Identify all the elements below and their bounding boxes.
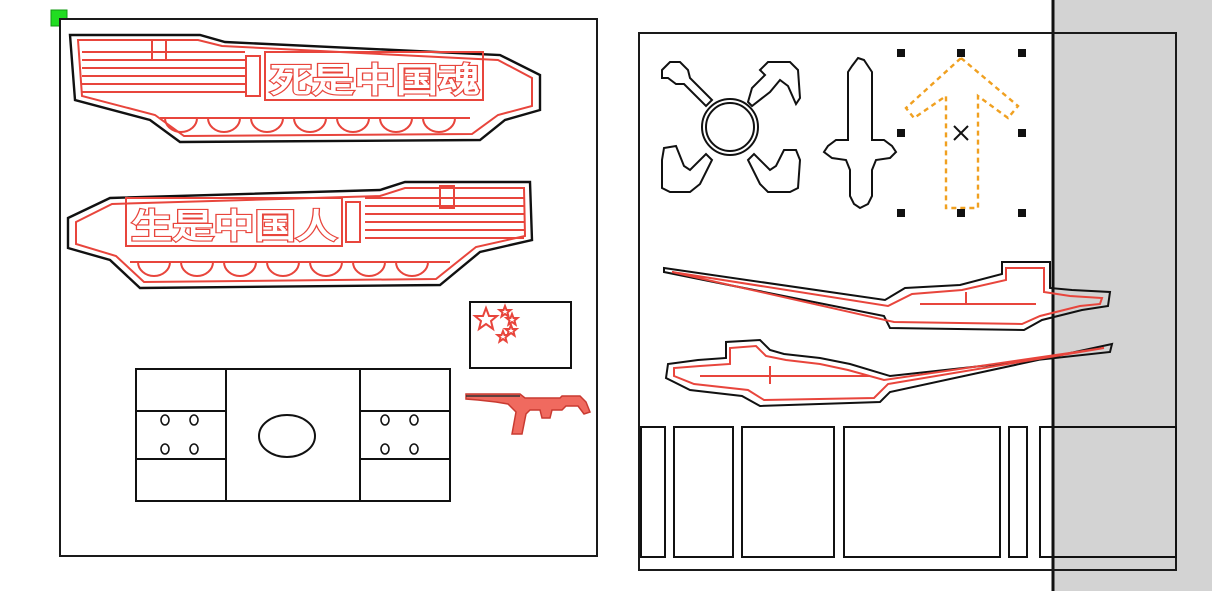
turret-bottom[interactable] bbox=[664, 338, 1114, 408]
tank-bottom-wheels bbox=[130, 261, 450, 277]
plate-4[interactable] bbox=[843, 426, 1001, 558]
tank-bottom[interactable]: 生是中国人 bbox=[66, 180, 534, 290]
tank-top-outline bbox=[68, 33, 542, 144]
arrow-up-icon[interactable] bbox=[897, 49, 1026, 217]
plate-5[interactable] bbox=[1008, 426, 1028, 558]
selection-handles[interactable] bbox=[897, 49, 1026, 217]
turret-ring bbox=[258, 414, 316, 458]
floor-outline bbox=[135, 368, 451, 502]
tank-top-slogan-box bbox=[264, 51, 484, 101]
sword-icon[interactable] bbox=[822, 56, 898, 210]
tank-bottom-slogan: 生是中国人 bbox=[131, 207, 337, 247]
floor-holes bbox=[160, 414, 419, 455]
plate-6[interactable] bbox=[1039, 426, 1177, 558]
floor-corner-bl bbox=[135, 458, 227, 502]
plate-1[interactable] bbox=[640, 426, 666, 558]
tank-bottom-hatch bbox=[439, 185, 455, 209]
tank-top-hatch bbox=[151, 39, 167, 61]
tank-top-bar bbox=[245, 55, 261, 97]
tank-top-wheels bbox=[160, 117, 470, 133]
floor-corner-br bbox=[359, 458, 451, 502]
tank-bottom-slats bbox=[365, 197, 524, 239]
center-cross-icon[interactable] bbox=[953, 125, 969, 141]
flag[interactable] bbox=[469, 301, 572, 369]
tank-bottom-outline bbox=[66, 180, 534, 290]
tank-top[interactable]: 死是中国魂 bbox=[68, 33, 542, 144]
sheet-left-border bbox=[59, 18, 598, 557]
flag-border bbox=[469, 301, 572, 369]
rifle-icon[interactable] bbox=[465, 393, 591, 435]
sheet-left[interactable]: 死是中国魂 bbox=[59, 18, 598, 557]
sheet-right-border bbox=[638, 32, 1177, 571]
tank-floor-panel[interactable] bbox=[135, 368, 451, 502]
plate-2[interactable] bbox=[673, 426, 734, 558]
floor-corner-tr bbox=[359, 368, 451, 412]
flag-stars-icon bbox=[472, 303, 521, 344]
tank-bottom-slogan-box bbox=[125, 197, 343, 247]
tank-top-slogan: 死是中国魂 bbox=[270, 61, 480, 101]
turret-top[interactable] bbox=[663, 261, 1112, 332]
plate-3[interactable] bbox=[741, 426, 835, 558]
tank-bottom-bar bbox=[345, 201, 361, 243]
crossed-arrows-icon[interactable] bbox=[661, 61, 802, 193]
side-plates[interactable] bbox=[640, 426, 1177, 558]
side-panel[interactable] bbox=[1053, 0, 1212, 591]
tank-top-inner bbox=[76, 39, 533, 138]
sheet-right[interactable] bbox=[638, 32, 1177, 571]
floor-corner-tl bbox=[135, 368, 227, 412]
